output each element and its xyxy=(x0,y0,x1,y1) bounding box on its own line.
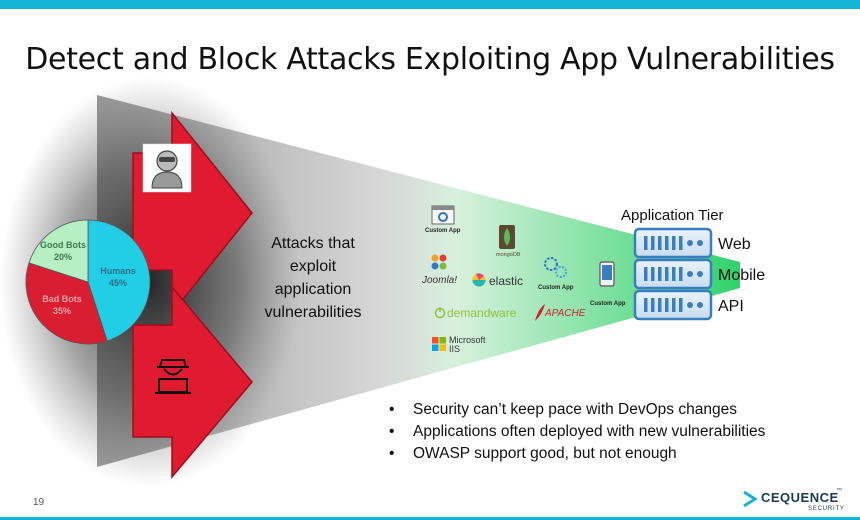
traffic-pie-chart: Humans 45% Bad Bots 35% Good Bots 20% xyxy=(25,219,151,345)
tier-mobile-label: Mobile xyxy=(718,267,766,284)
hacker-icon xyxy=(155,359,191,394)
attacks-description: Attacks that exploit application vulnera… xyxy=(240,232,386,324)
server-unit xyxy=(633,258,713,290)
pie-slice-label: Bad Bots xyxy=(42,294,82,304)
pie-slice-value: 35% xyxy=(53,306,71,316)
attacks-line: application xyxy=(274,281,352,298)
joomla-label: Joomla! xyxy=(422,275,458,286)
tier-api-label: API xyxy=(718,298,744,315)
custom-app-label-3: Custom App xyxy=(590,301,626,307)
attacks-line: exploit xyxy=(289,258,337,275)
pie-slice-value: 20% xyxy=(54,252,72,262)
key-points-list: Security can’t keep pace with DevOps cha… xyxy=(386,399,765,465)
lower-red-arrow xyxy=(132,284,253,480)
server-unit xyxy=(633,289,713,321)
demandware-power-icon xyxy=(434,307,446,319)
application-tier-title: Application Tier xyxy=(621,207,724,224)
slide-title: Detect and Block Attacks Exploiting App … xyxy=(25,42,835,77)
elastic-label: elastic xyxy=(489,274,524,288)
logo-tagline: SECURITY xyxy=(808,506,845,512)
page-number: 19 xyxy=(33,497,45,508)
microsoft-label: Microsoft xyxy=(449,335,486,345)
custom-app-label-1: Custom App xyxy=(425,228,461,234)
microsoft-icon xyxy=(432,337,446,351)
mobile-app-icon xyxy=(599,261,615,287)
custom-app-icon-1 xyxy=(431,205,455,225)
logo-trademark: ™ xyxy=(836,488,842,494)
top-accent-bar xyxy=(0,0,860,9)
pie-slice-bad-bots xyxy=(25,262,108,345)
iis-label: IIS xyxy=(449,344,461,354)
cequence-logo-icon xyxy=(743,490,758,508)
attacks-line: vulnerabilities xyxy=(264,304,362,321)
apache-feather-icon xyxy=(535,304,545,321)
gears-icon xyxy=(544,257,567,278)
pie-slice-label: Good Bots xyxy=(40,240,86,250)
demandware-label: demandware xyxy=(447,306,517,320)
mongodb-label: mongoDB xyxy=(496,252,521,258)
cequence-logo: CEQUENCE ™ SECURITY xyxy=(740,488,850,516)
bottom-accent-bar xyxy=(0,517,860,520)
pie-slice-value: 45% xyxy=(109,278,127,288)
attacks-line: Attacks that xyxy=(271,235,355,252)
custom-app-label-2: Custom App xyxy=(538,285,574,291)
pie-slice-label: Humans xyxy=(100,266,136,276)
server-rack-icon xyxy=(633,227,713,321)
tier-web-label: Web xyxy=(718,236,751,253)
apache-label: APACHE xyxy=(545,308,586,319)
bot-icon xyxy=(142,143,192,193)
elastic-icon xyxy=(472,273,486,287)
bullet-point: Security can’t keep pace with DevOps cha… xyxy=(386,399,765,421)
pie-slice-humans xyxy=(87,219,151,342)
pie-slice-good-bots xyxy=(28,219,89,283)
bullet-point: Applications often deployed with new vul… xyxy=(386,421,765,443)
bullet-point: OWASP support good, but not enough xyxy=(386,443,765,465)
logo-name: CEQUENCE xyxy=(761,490,839,505)
microsoft-iis-label: Microsoft IIS xyxy=(449,336,486,354)
server-unit xyxy=(633,227,713,259)
mongodb-leaf-icon xyxy=(499,225,515,249)
joomla-icon xyxy=(431,254,447,270)
